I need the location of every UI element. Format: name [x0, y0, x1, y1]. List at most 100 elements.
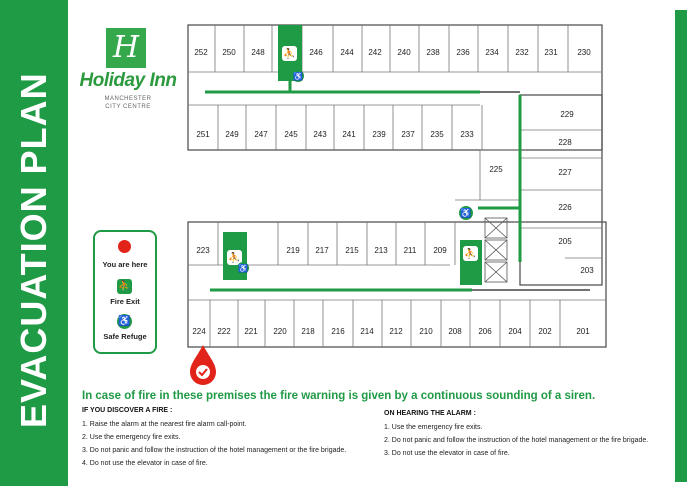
room-number-240: 240 [397, 48, 411, 57]
wheelchair-icon-bottom-right: ♿ [459, 206, 473, 220]
room-number-222: 222 [217, 327, 231, 336]
room-number-247: 247 [254, 130, 268, 139]
room-number-203: 203 [580, 266, 594, 275]
top-wing [187, 24, 603, 151]
fire-exit-icon-bottom-left: ⛹ [227, 250, 242, 265]
room-number-251: 251 [196, 130, 210, 139]
room-number-228: 228 [558, 138, 572, 147]
room-number-239: 239 [372, 130, 386, 139]
room-number-214: 214 [360, 327, 374, 336]
fire-exit-icon-top: ⛹ [282, 46, 297, 61]
room-number-224: 224 [192, 327, 206, 336]
room-labels: 252 250 248 246 244 242 240 238 236 234 232 231 230 2… [192, 48, 594, 336]
discover-step: 2. Use the emergency fire exits. [82, 434, 181, 441]
svg-text:⛹: ⛹ [228, 251, 240, 264]
logo-name: Holiday Inn [79, 70, 177, 91]
top-wing-outline [188, 25, 603, 285]
logo-sub-line1: MANCHESTER [104, 96, 152, 102]
room-number-211: 211 [404, 246, 417, 255]
room-number-249: 249 [225, 130, 239, 139]
you-are-here-marker [190, 345, 216, 385]
room-number-209: 209 [433, 246, 447, 255]
svg-text:⛹: ⛹ [464, 247, 476, 260]
holiday-inn-logo: H Holiday Inn MANCHESTER CITY CENTRE [78, 26, 178, 110]
discover-step: 3. Do not panic and follow the instructi… [82, 447, 347, 454]
room-number-204: 204 [508, 327, 522, 336]
room-number-237: 237 [401, 130, 415, 139]
wheelchair-icon-top: ♿ [292, 70, 304, 82]
room-number-215: 215 [345, 246, 359, 255]
hearing-alarm-title: ON HEARING THE ALARM : [384, 410, 476, 417]
logo-mark-box [106, 28, 146, 68]
room-number-202: 202 [538, 327, 552, 336]
fire-exit-icon-bottom-right: ⛹ [463, 246, 478, 261]
running-person-icon: ⛹ [117, 279, 132, 294]
side-band [0, 0, 68, 486]
room-number-246: 246 [309, 48, 323, 57]
room-number-217: 217 [315, 246, 329, 255]
room-number-212: 212 [389, 327, 403, 336]
svg-text:⛹: ⛹ [283, 47, 295, 60]
top-wing-walls [188, 25, 602, 259]
room-number-242: 242 [368, 48, 382, 57]
room-number-245: 245 [284, 130, 298, 139]
you-are-here-dot [118, 240, 131, 253]
room-number-220: 220 [273, 327, 287, 336]
logo-sub-line2: CITY CENTRE [105, 104, 151, 110]
room-number-230: 230 [577, 48, 591, 57]
room-number-213: 213 [374, 246, 388, 255]
legend: You are here ⛹ Fire Exit ♿ Safe Refuge [93, 230, 157, 354]
room-number-205: 205 [558, 237, 572, 246]
room-number-248: 248 [251, 48, 265, 57]
discover-step: 1. Raise the alarm at the nearest fire a… [82, 421, 247, 428]
room-number-236: 236 [456, 48, 470, 57]
logo-mark: H [112, 30, 140, 65]
wheelchair-icon-bottom-left: ♿ [237, 262, 249, 274]
room-number-229: 229 [560, 110, 574, 119]
corridor-lines [472, 91, 590, 291]
room-number-233: 233 [460, 130, 474, 139]
legend-safe-refuge: Safe Refuge [103, 332, 147, 341]
room-number-221: 221 [244, 327, 258, 336]
room-number-201: 201 [576, 327, 590, 336]
room-number-225: 225 [489, 165, 503, 174]
alarm-step: 1. Use the emergency fire exits. [384, 424, 483, 431]
building-outline [187, 24, 607, 348]
room-number-208: 208 [448, 327, 462, 336]
fire-warning-headline: In case of fire in these premises the fi… [82, 390, 596, 402]
legend-fire-exit: Fire Exit [110, 297, 140, 306]
room-number-219: 219 [286, 246, 300, 255]
alarm-step: 2. Do not panic and follow the instructi… [384, 437, 649, 444]
room-number-252: 252 [194, 48, 208, 57]
discover-fire-title: IF YOU DISCOVER A FIRE : [82, 407, 173, 414]
room-number-218: 218 [301, 327, 315, 336]
logo-subtitle: MANCHESTER CITY CENTRE [78, 95, 178, 111]
room-number-226: 226 [558, 203, 572, 212]
right-band [675, 10, 687, 482]
room-number-244: 244 [340, 48, 354, 57]
room-number-210: 210 [419, 327, 433, 336]
room-number-216: 216 [331, 327, 345, 336]
legend-you-are-here: You are here [102, 260, 148, 269]
room-number-234: 234 [485, 48, 499, 57]
wheelchair-icon: ♿ [117, 314, 132, 329]
room-number-227: 227 [558, 168, 572, 177]
svg-text:♿: ♿ [293, 71, 303, 81]
room-number-232: 232 [515, 48, 529, 57]
room-number-235: 235 [430, 130, 444, 139]
room-number-223: 223 [196, 246, 210, 255]
escape-routes [205, 78, 522, 292]
alarm-step: 3. Do not use the elevator in case of fi… [384, 450, 510, 457]
room-number-250: 250 [222, 48, 236, 57]
svg-text:♿: ♿ [460, 207, 471, 218]
room-number-243: 243 [313, 130, 327, 139]
bottom-wing [187, 221, 607, 348]
room-number-231: 231 [544, 48, 558, 57]
elevator-shafts [484, 217, 508, 283]
svg-text:♿: ♿ [238, 263, 248, 273]
room-number-241: 241 [342, 130, 356, 139]
room-number-238: 238 [426, 48, 440, 57]
discover-step: 4. Do not use the elevator in case of fi… [82, 460, 208, 467]
room-number-206: 206 [478, 327, 492, 336]
